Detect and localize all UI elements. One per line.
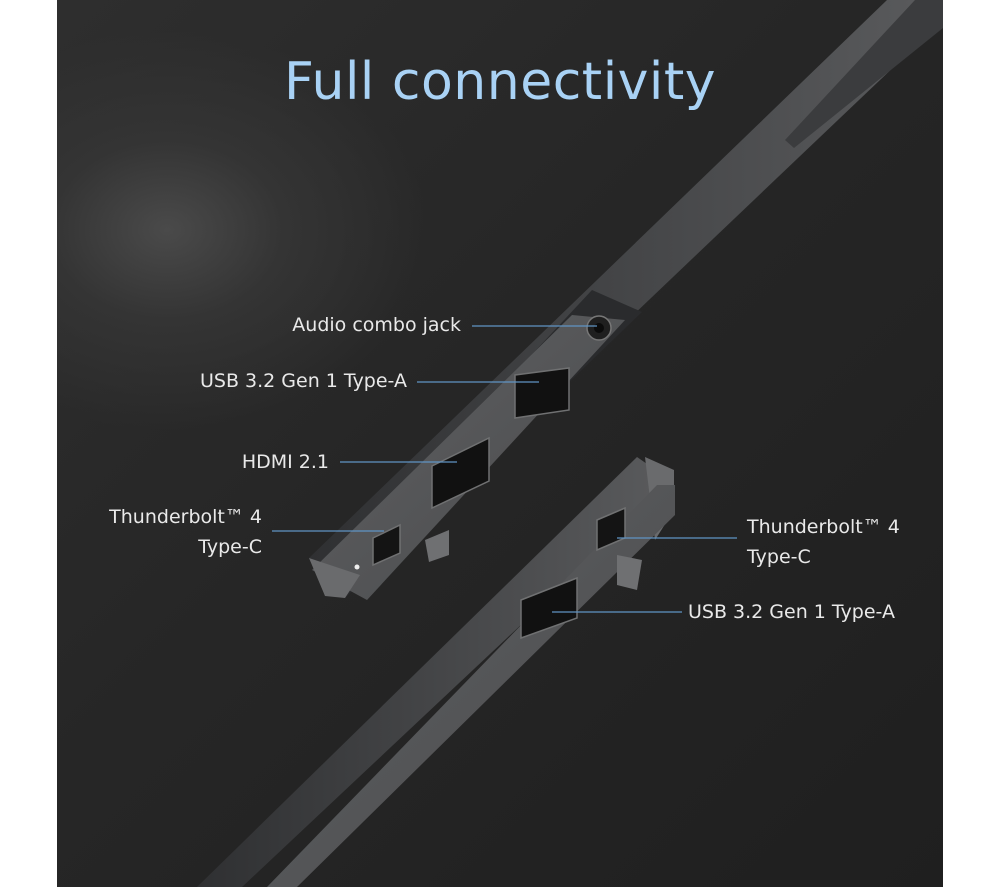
- leader-lines: [272, 325, 737, 613]
- laptop-bottom-lid: [197, 457, 673, 887]
- thunderbolt-port-top: [372, 523, 401, 567]
- product-banner: Full connectivity Audio combo jack USB 3…: [57, 0, 943, 887]
- usb-a-port-top: [514, 367, 570, 419]
- laptop-bottom-foot: [617, 555, 642, 590]
- usb-a-port-bottom: [520, 576, 578, 640]
- label-usb-a-right: USB 3.2 Gen 1 Type-A: [688, 601, 895, 623]
- audio-jack-hole: [594, 323, 604, 333]
- hdmi-port: [431, 436, 490, 510]
- laptop-top-edge: [785, 0, 943, 148]
- laptop-top-foot: [425, 530, 449, 562]
- label-thunderbolt-right-line2: Type-C: [747, 546, 811, 568]
- laptop-bottom: [197, 457, 675, 887]
- label-hdmi: HDMI 2.1: [241, 451, 329, 473]
- laptop-top: [309, 0, 943, 600]
- label-thunderbolt-left-line1: Thunderbolt™ 4: [109, 506, 262, 528]
- page-title: Full connectivity: [283, 52, 717, 112]
- label-thunderbolt-right: Thunderbolt™ 4 Type-C: [747, 512, 937, 572]
- status-led: [354, 564, 360, 570]
- label-thunderbolt-left-line2: Type-C: [198, 536, 262, 558]
- label-audio-combo-jack: Audio combo jack: [292, 314, 461, 336]
- laptop-illustration: [197, 0, 943, 887]
- label-thunderbolt-left: Thunderbolt™ 4 Type-C: [67, 502, 262, 562]
- laptop-top-corner: [309, 558, 360, 598]
- label-thunderbolt-right-line1: Thunderbolt™ 4: [747, 516, 900, 538]
- label-usb-a-left: USB 3.2 Gen 1 Type-A: [200, 370, 407, 392]
